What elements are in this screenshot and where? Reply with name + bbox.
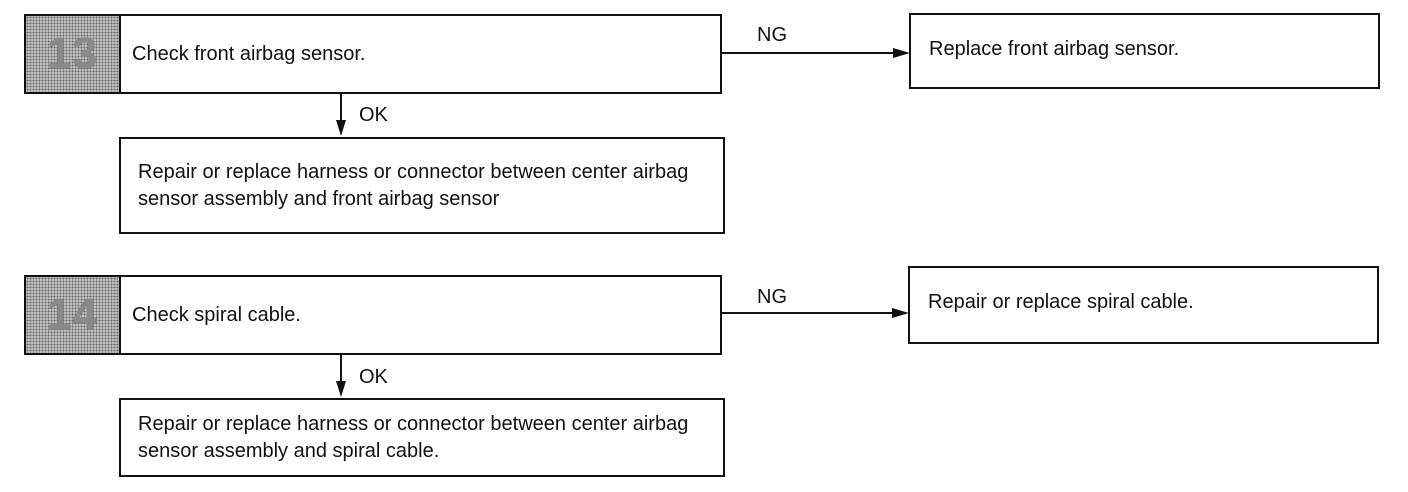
step-13-check-text: Check front airbag sensor.: [132, 42, 366, 65]
step-14-number-badge: 14: [26, 277, 121, 353]
ng-arrowhead-13: [893, 48, 910, 58]
step-13-check-box: 13 Check front airbag sensor.: [24, 14, 722, 94]
step-13-ok-action-text: Repair or replace harness or connector b…: [138, 160, 689, 210]
step-14-ok-action-box: Repair or replace harness or connector b…: [119, 398, 725, 477]
step-14-ok-label: OK: [359, 366, 388, 388]
step-13-ng-label: NG: [757, 24, 787, 46]
step-14-check-text: Check spiral cable.: [132, 303, 301, 326]
step-13-ng-action-text: Replace front airbag sensor.: [929, 37, 1180, 60]
ok-arrowhead-14: [336, 381, 346, 397]
step-13-ok-label: OK: [359, 104, 388, 126]
step-13-ng-action-box: Replace front airbag sensor.: [909, 13, 1380, 89]
step-14-ng-label: NG: [757, 286, 787, 308]
step-13-number: 13: [47, 29, 98, 78]
step-14-ok-action-text: Repair or replace harness or connector b…: [138, 412, 689, 462]
step-13-ok-action-box: Repair or replace harness or connector b…: [119, 137, 725, 234]
ng-arrowhead-14: [892, 308, 909, 318]
step-14-ng-action-box: Repair or replace spiral cable.: [908, 266, 1379, 344]
step-14-check-box: 14 Check spiral cable.: [24, 275, 722, 355]
step-14-number: 14: [47, 290, 98, 339]
ok-arrowhead-13: [336, 120, 346, 136]
step-13-number-badge: 13: [26, 16, 121, 92]
step-14-ng-action-text: Repair or replace spiral cable.: [928, 290, 1194, 313]
